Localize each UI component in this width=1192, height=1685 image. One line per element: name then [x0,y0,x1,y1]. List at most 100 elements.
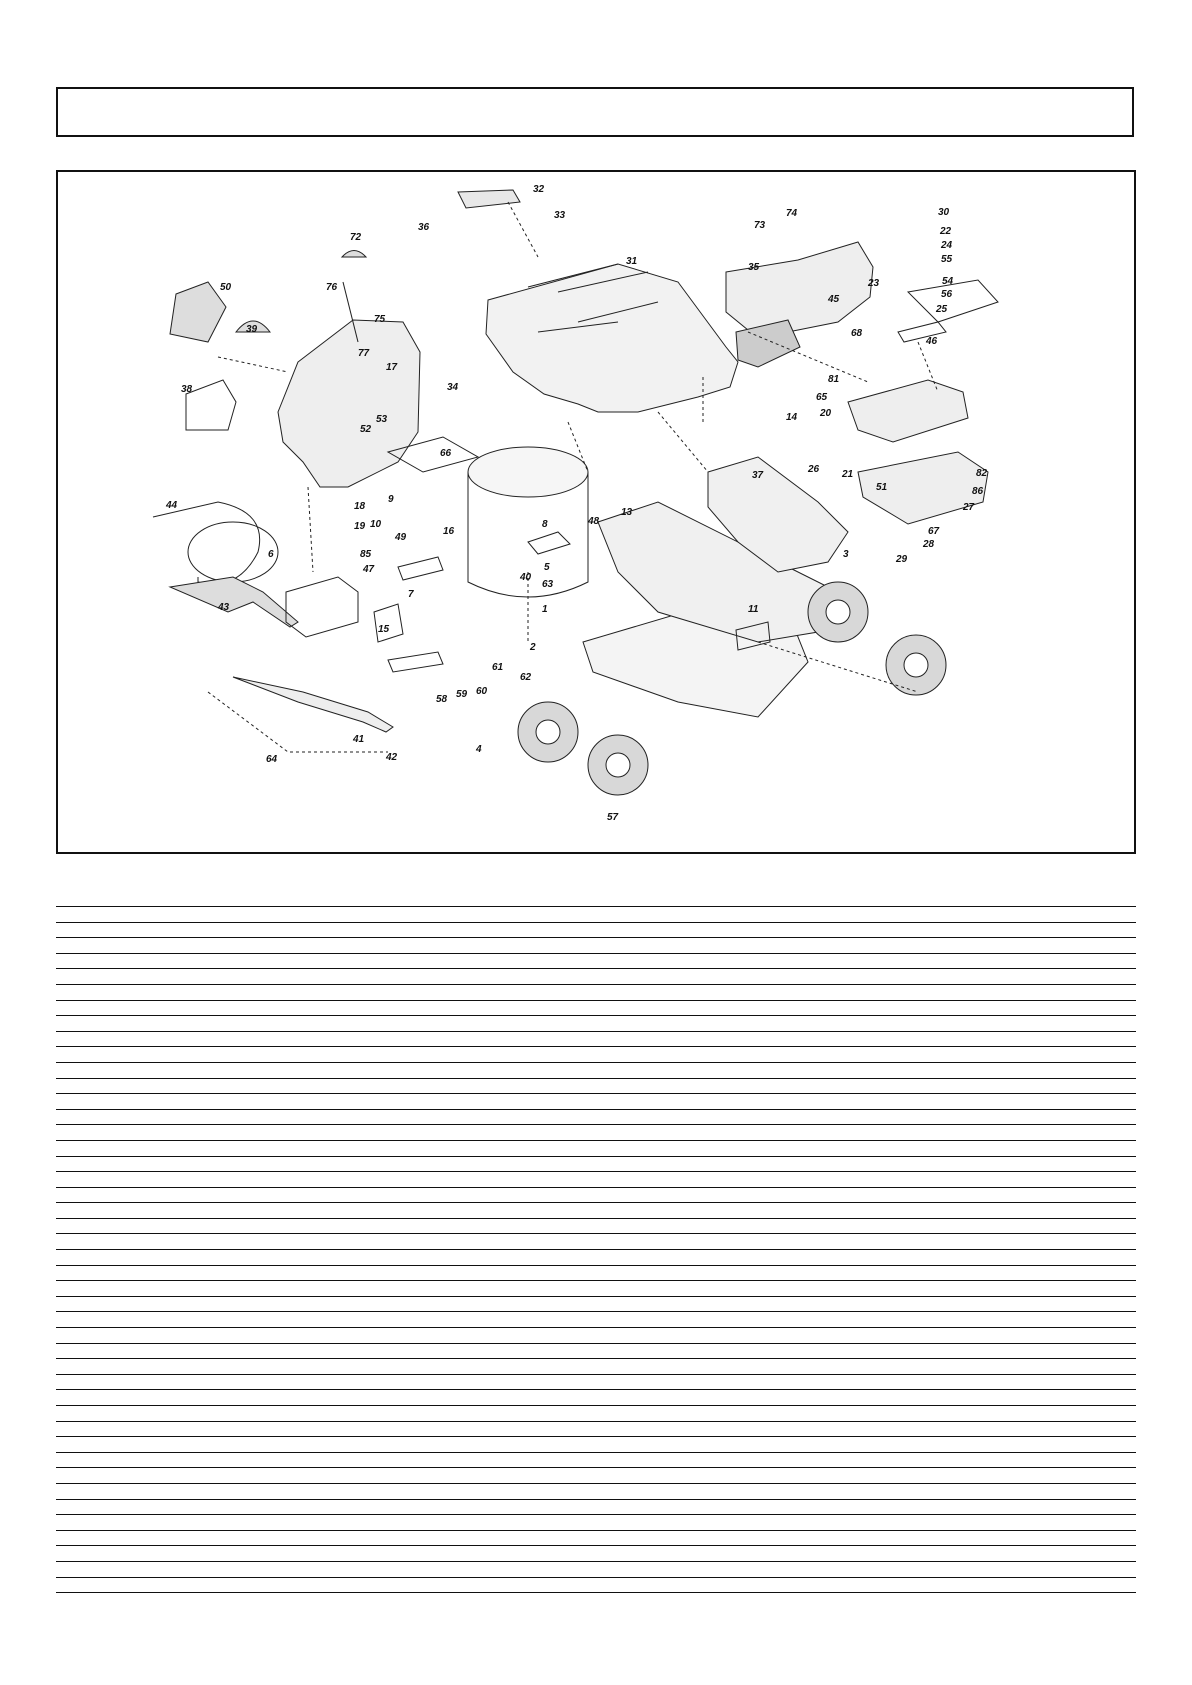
table-cell [56,1202,94,1219]
table-cell [1048,1420,1136,1437]
callout-57: 57 [607,812,619,823]
callout-1: 1 [542,604,548,615]
table-row [56,1046,1136,1063]
table-cell [94,1155,162,1172]
table-cell [264,921,876,938]
table-cell [162,999,264,1016]
table-cell [876,1217,1048,1234]
table-cell [1048,1295,1136,1312]
table-cell [162,1217,264,1234]
callout-26: 26 [807,464,820,475]
callout-22: 22 [939,226,952,237]
table-cell [94,999,162,1016]
table-cell [876,1186,1048,1203]
base-bracket [285,576,359,638]
table-cell [1048,1373,1136,1390]
table-row [56,1077,1136,1094]
table-cell [876,1249,1048,1266]
table-cell [56,1576,94,1594]
table-cell [876,1124,1048,1141]
table-cell [94,1030,162,1047]
table-cell [1048,1498,1136,1515]
table-cell [94,1202,162,1219]
table-cell [264,983,876,1001]
table-cell [56,952,94,969]
callout-10: 10 [370,519,382,530]
table-cell [56,1482,94,1500]
table-cell [94,1498,162,1515]
hose-guard [169,281,227,343]
table-cell [94,1420,162,1437]
table-cell [162,1342,264,1359]
callout-35: 35 [748,262,760,273]
table-cell [264,1420,876,1437]
table-cell [1048,1264,1136,1281]
table-cell [876,1264,1048,1281]
table-cell [1048,968,1136,985]
callout-86: 86 [972,486,984,497]
callout-13: 13 [621,507,633,518]
table-row [56,921,1136,938]
table-row [56,1171,1136,1188]
table-cell [162,1467,264,1484]
table-cell [264,1467,876,1484]
callout-62: 62 [520,672,532,683]
table-cell [264,1498,876,1515]
table-cell [162,1576,264,1594]
table-cell [162,1545,264,1562]
callout-47: 47 [362,564,375,575]
table-row [56,1311,1136,1328]
lid-flap [457,189,521,209]
table-row [56,1015,1136,1032]
callout-33: 33 [554,210,566,221]
table-cell [1048,1327,1136,1344]
table-cell [264,1358,876,1375]
table-cell [1048,1436,1136,1453]
table-cell [876,1482,1048,1500]
control-box-upper [847,379,969,443]
front-panel [725,241,874,333]
table-cell [162,1280,264,1297]
table-cell [162,1030,264,1047]
callout-53: 53 [376,414,388,425]
table-cell [94,952,162,969]
rod-75 [342,281,359,343]
callout-64: 64 [266,754,278,765]
table-cell [264,1046,876,1063]
table-cell [1048,1560,1136,1578]
table-cell [94,1327,162,1344]
table-cell [876,983,1048,1001]
table-cell [56,1405,94,1422]
table-cell [264,1295,876,1312]
table-cell [162,968,264,985]
callout-3: 3 [843,549,849,560]
table-row [56,1514,1136,1531]
table-cell [94,1560,162,1578]
table-cell [94,1015,162,1032]
table-row [56,983,1136,1001]
table-cell [162,1327,264,1344]
table-cell [56,1233,94,1250]
table-cell [876,1405,1048,1422]
table-row [56,1295,1136,1312]
table-row [56,1264,1136,1281]
panel-plate [906,279,999,323]
table-cell [56,968,94,985]
control-box-lower [857,451,989,525]
table-cell [264,1560,876,1578]
table-cell [162,983,264,1001]
callout-20: 20 [819,408,832,419]
callout-36: 36 [418,222,430,233]
table-cell [162,1514,264,1531]
table-cell [56,1093,94,1110]
table-cell [162,1015,264,1032]
callout-5: 5 [544,562,550,573]
table-cell [876,1373,1048,1390]
table-cell [1048,1467,1136,1484]
table-cell [56,1061,94,1079]
table-cell [56,921,94,938]
callout-19: 19 [354,521,366,532]
callout-67: 67 [928,526,940,537]
table-cell [162,1389,264,1406]
